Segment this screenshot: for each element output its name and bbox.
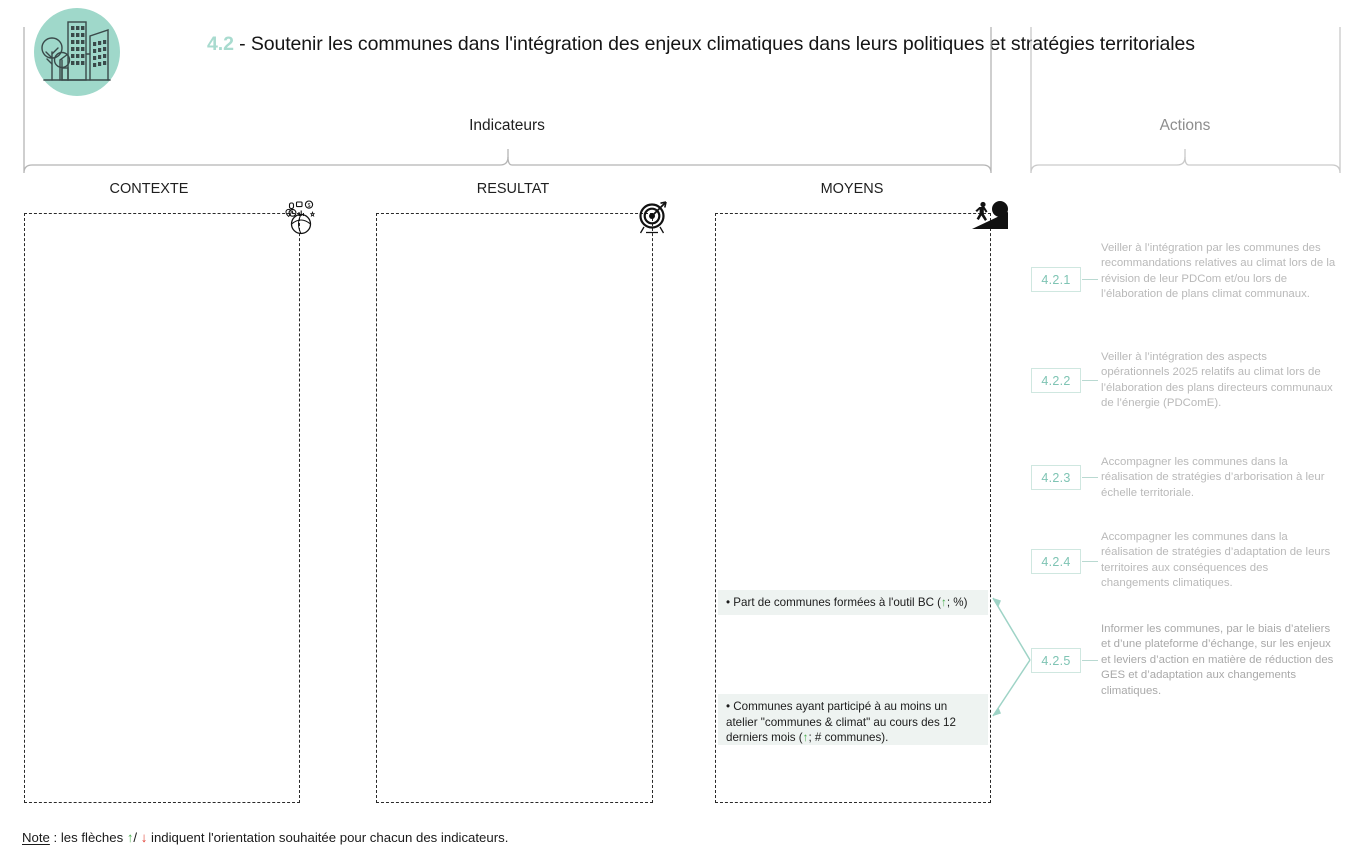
person-pushing-boulder-icon	[972, 201, 1008, 229]
header-logo	[34, 8, 120, 96]
action-text-4-2-5: Informer les communes, par le biais d’at…	[1101, 623, 1334, 697]
footer-note-part2: indiquent l'orientation souhaitée pour c…	[147, 830, 509, 845]
action-connector-4-2-3	[1082, 477, 1098, 479]
action-badge-4-2-2[interactable]: 4.2.2	[1031, 368, 1081, 393]
connector-arrows-425	[992, 597, 1031, 717]
page-title-text: Soutenir les communes dans l'intégration…	[250, 33, 1195, 55]
column-header-contexte: CONTEXTE	[109, 181, 189, 197]
column-box-resultat	[376, 213, 653, 803]
indicator-card-moyens-2: • Communes ayant participé à au moins un…	[718, 694, 988, 745]
column-box-contexte	[24, 213, 300, 803]
action-text-4-2-4: Accompagner les communes dans la réalisa…	[1101, 531, 1331, 590]
indicateurs-bracket	[23, 27, 992, 174]
action-connector-4-2-4	[1082, 561, 1098, 563]
action-connector-4-2-5	[1082, 660, 1098, 662]
page-title: 4.2 - Soutenir les communes dans l'intég…	[207, 33, 1195, 56]
indicator-text-1-before: • Part de communes formées à l'outil BC …	[726, 596, 942, 609]
group-label-indicateurs: Indicateurs	[469, 117, 545, 134]
actions-bracket	[1030, 27, 1341, 174]
city-buildings-trees-icon	[41, 21, 111, 81]
indicator-text-1-after: ; %)	[946, 596, 968, 609]
action-connector-4-2-2	[1082, 380, 1098, 382]
group-label-actions: Actions	[1159, 117, 1211, 134]
indicator-text-2-after: ; # communes).	[808, 731, 889, 745]
action-text-4-2-3: Accompagner les communes dans la réalisa…	[1101, 456, 1325, 499]
action-badge-4-2-1[interactable]: 4.2.1	[1031, 267, 1081, 292]
svg-text:$: $	[308, 203, 311, 209]
target-arrow-icon	[639, 201, 667, 234]
arrow-up-icon: ↑	[941, 596, 947, 609]
footer-note-label: Note	[22, 830, 50, 845]
action-text-4-2-2: Veiller à l’intégration des aspects opér…	[1101, 351, 1333, 410]
globe-context-icon: $	[285, 200, 316, 235]
footer-note-part1: : les flèches	[49, 830, 127, 845]
action-badge-4-2-5[interactable]: 4.2.5	[1031, 648, 1081, 673]
action-connector-4-2-1	[1082, 279, 1098, 281]
page-title-separator: -	[233, 33, 251, 55]
column-header-resultat: RESULTAT	[476, 181, 550, 197]
arrow-up-icon: ↑	[802, 731, 809, 745]
action-badge-4-2-3[interactable]: 4.2.3	[1031, 465, 1081, 490]
action-badge-4-2-4[interactable]: 4.2.4	[1031, 549, 1081, 574]
indicator-text-2-before: • Communes ayant participé à au moins un…	[726, 700, 956, 745]
footer-note-slash: /	[133, 830, 141, 845]
arrow-down-icon: ↓	[140, 830, 148, 845]
arrow-up-icon: ↑	[126, 830, 134, 845]
column-header-moyens: MOYENS	[820, 181, 884, 197]
page-title-number: 4.2	[207, 33, 234, 55]
indicator-card-moyens-1: • Part de communes formées à l'outil BC …	[718, 590, 988, 615]
footer-note: Note : les flèches ↑/ ↓ indiquent l'orie…	[22, 830, 508, 845]
column-box-moyens	[715, 213, 991, 803]
action-text-4-2-1: Veiller à l’intégration par les communes…	[1101, 242, 1336, 301]
